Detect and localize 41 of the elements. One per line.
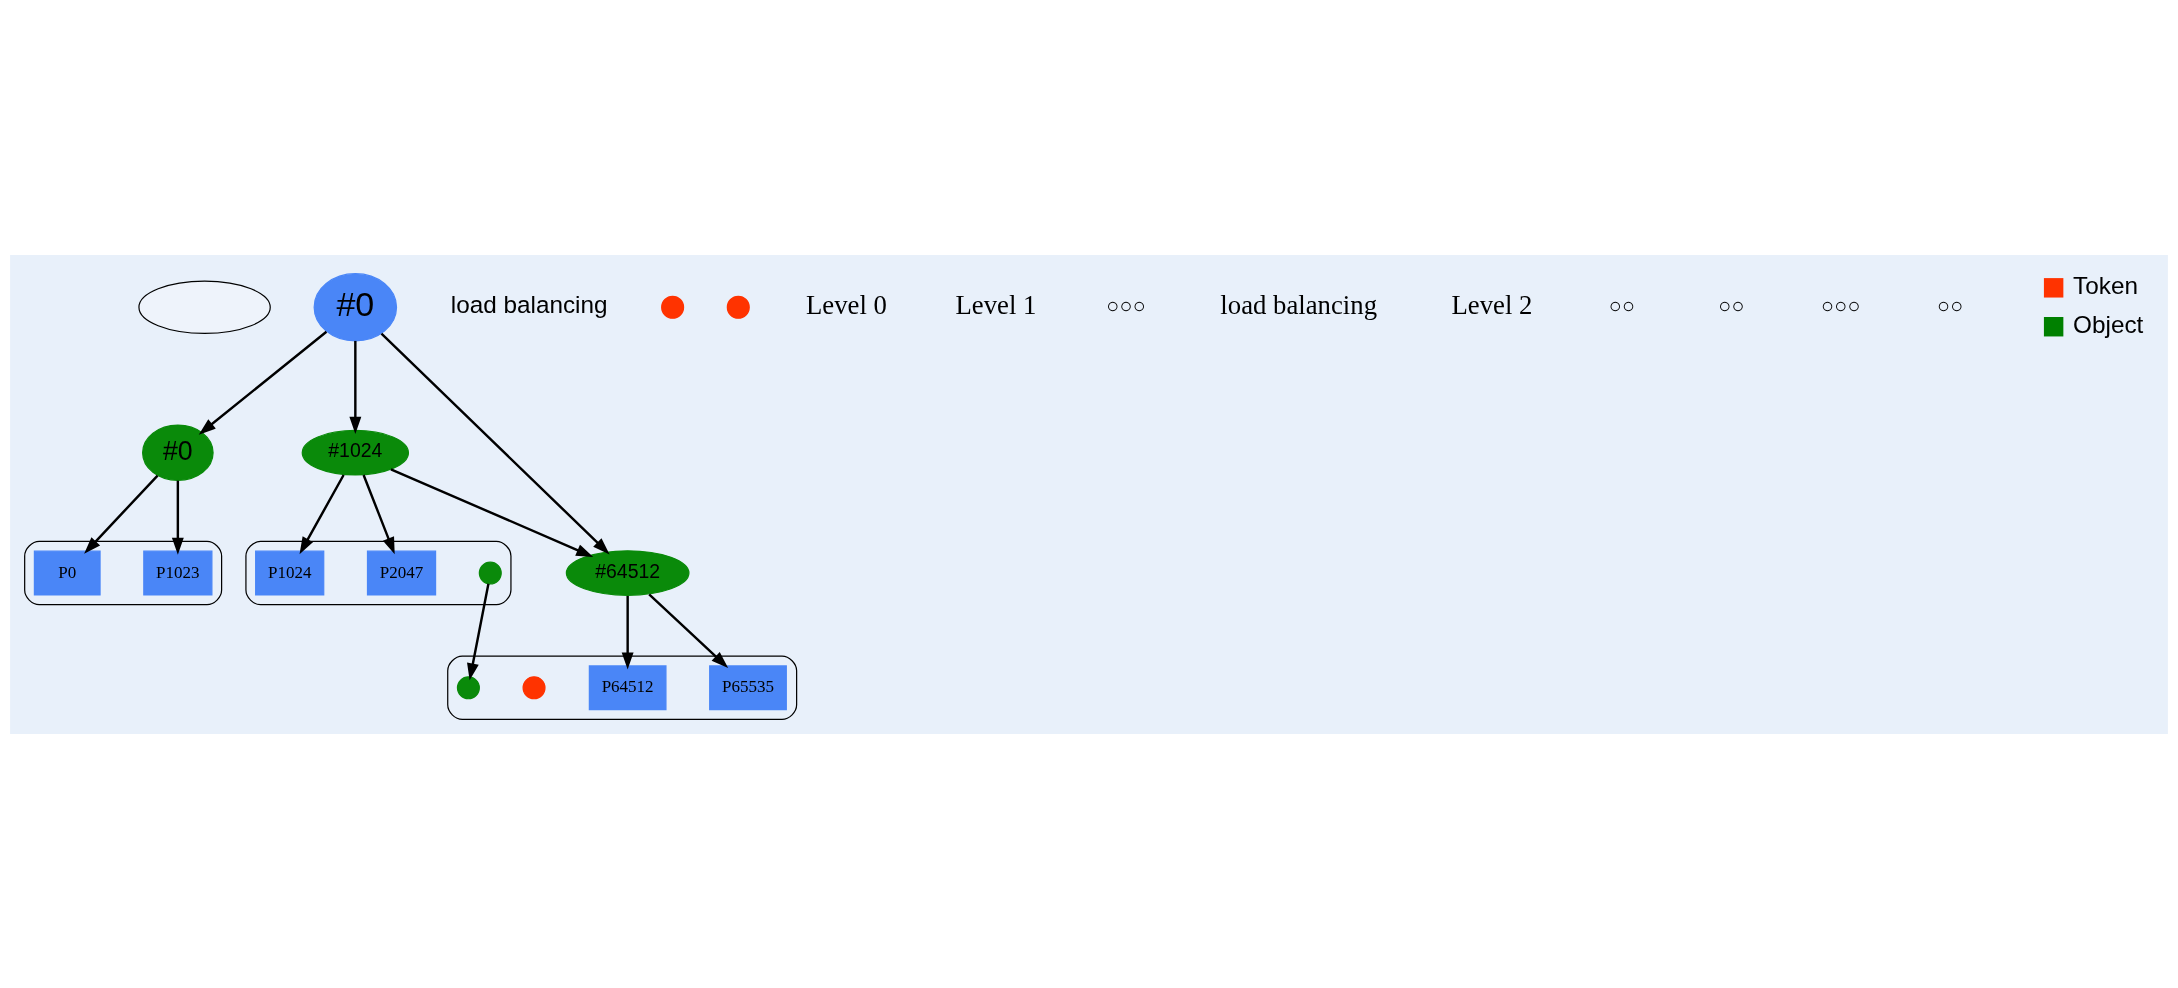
legend-label: Token: [2073, 271, 2138, 299]
arrow: [380, 332, 610, 554]
arrow: [84, 474, 159, 554]
arrow: [299, 473, 345, 554]
node-box: P64512: [588, 664, 667, 710]
arrow: [198, 330, 328, 435]
label: ○○: [1608, 293, 1636, 318]
arrow: [621, 595, 634, 669]
node-circle: [478, 561, 502, 585]
arrow: [349, 340, 362, 434]
node-box: P2047: [366, 550, 437, 596]
node-ellipse: [138, 280, 271, 334]
node-ellipse: #1024: [301, 429, 410, 475]
cluster: [447, 655, 798, 720]
node-label: load balancing: [450, 290, 608, 318]
node-box: P65535: [709, 664, 787, 710]
node-circle: [456, 675, 480, 699]
node-box: P1024: [255, 550, 325, 596]
arrow: [362, 474, 395, 554]
label: Level 2: [1451, 289, 1533, 320]
node-ellipse: #0: [142, 423, 214, 481]
label: Level 0: [806, 289, 887, 320]
cluster: [24, 540, 223, 605]
arrow: [171, 480, 184, 555]
node-circle: [661, 295, 685, 319]
node-circle: [726, 295, 750, 319]
node-ellipse: #0: [313, 272, 398, 341]
label: Level 1: [955, 289, 1037, 320]
label: load balancing: [1220, 289, 1378, 320]
arrow: [648, 592, 729, 668]
node-circle: [522, 675, 546, 699]
node-ellipse: #64512: [565, 549, 690, 596]
node-box: P0: [33, 550, 101, 596]
label: ○○: [1718, 293, 1745, 318]
legend-label: Object: [2073, 310, 2144, 338]
label: ○○○: [1106, 293, 1146, 318]
cluster: [245, 540, 512, 605]
label: ○○: [1937, 293, 1964, 318]
arrow: [390, 467, 594, 557]
label: ○○○: [1821, 293, 1861, 318]
node-box: P1023: [143, 550, 213, 596]
